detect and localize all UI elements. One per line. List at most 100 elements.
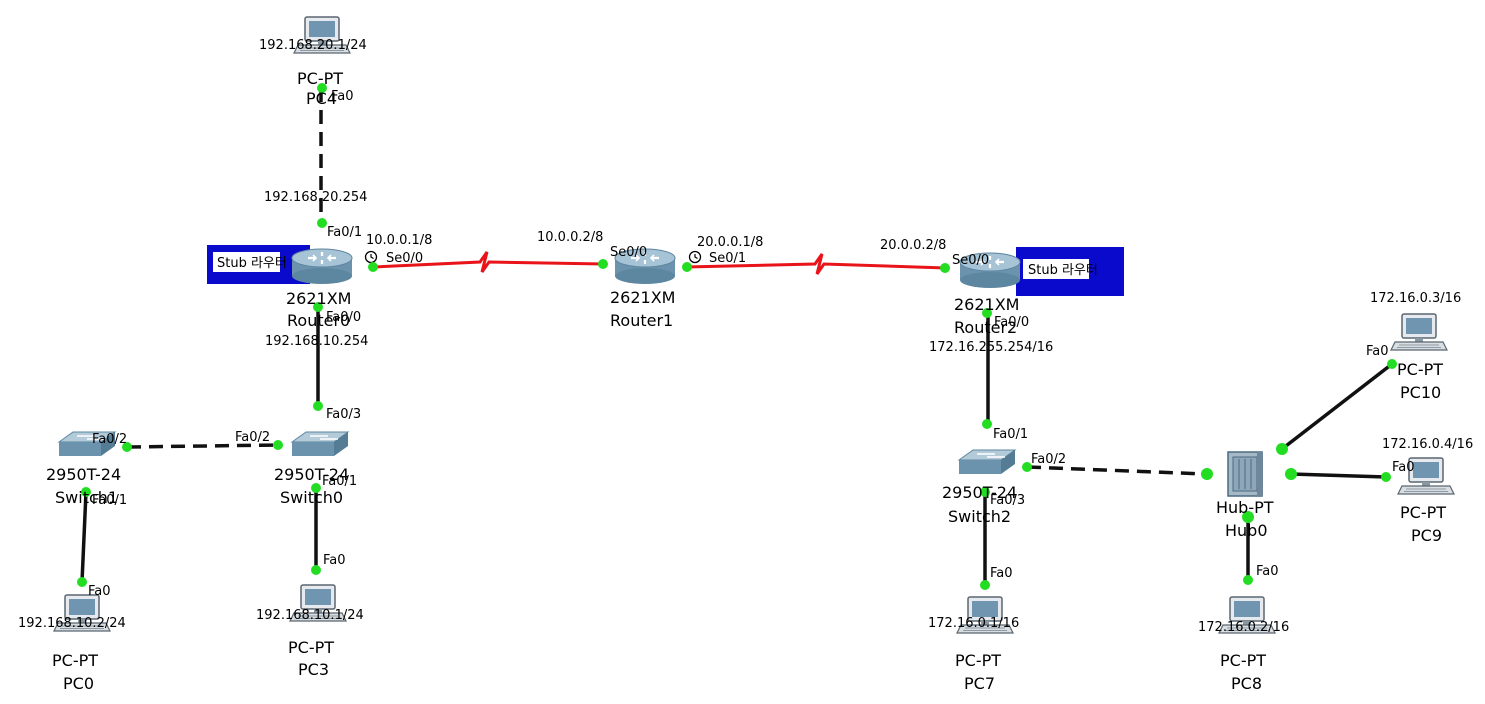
stub-label-router0: Stub 라우터 bbox=[217, 256, 287, 271]
pc8-ip: 172.16.0.2/16 bbox=[1198, 620, 1289, 635]
pc8-model: PC-PT bbox=[1220, 651, 1266, 670]
port-dot bbox=[1242, 511, 1254, 523]
switch0-name: Switch0 bbox=[280, 488, 343, 507]
hub0-name: Hub0 bbox=[1225, 521, 1268, 540]
pc0-model: PC-PT bbox=[52, 651, 98, 670]
router1-name: Router1 bbox=[610, 311, 673, 330]
router0-se00-port: Se0/0 bbox=[386, 251, 423, 266]
serial-link-router1-router2[interactable] bbox=[685, 253, 947, 275]
switch0-icon[interactable] bbox=[291, 431, 349, 457]
switch1-name: Switch1 bbox=[55, 488, 118, 507]
router0-fa01-ip: 192.168.20.254 bbox=[264, 190, 367, 205]
port-dot bbox=[317, 218, 327, 228]
pc10-name: PC10 bbox=[1400, 383, 1441, 402]
pc10-ip: 172.16.0.3/16 bbox=[1370, 291, 1461, 306]
port-dot bbox=[368, 262, 378, 272]
port-dot bbox=[122, 442, 132, 452]
pc8-port: Fa0 bbox=[1256, 564, 1279, 579]
switch2-fa03-port: Fa0/3 bbox=[990, 493, 1025, 508]
stub-label-router2: Stub 라우터 bbox=[1028, 263, 1098, 278]
port-dot bbox=[1285, 468, 1297, 480]
pc0-name: PC0 bbox=[63, 674, 94, 693]
port-dot bbox=[1243, 575, 1253, 585]
hub0-icon[interactable] bbox=[1227, 451, 1264, 497]
serial-link-router0-router1[interactable] bbox=[373, 251, 605, 273]
switch0-fa01-port: Fa0/1 bbox=[322, 474, 357, 489]
router0-icon[interactable] bbox=[290, 247, 354, 286]
pc8-name: PC8 bbox=[1231, 674, 1262, 693]
pc0-ip: 192.168.10.2/24 bbox=[18, 616, 126, 631]
pc9-ip: 172.16.0.4/16 bbox=[1382, 437, 1473, 452]
pc3-ip: 192.168.10.1/24 bbox=[256, 608, 364, 623]
pc3-port: Fa0 bbox=[323, 553, 346, 568]
port-dot bbox=[1201, 468, 1213, 480]
port-dots bbox=[77, 83, 1397, 590]
port-dot bbox=[682, 262, 692, 272]
port-dot bbox=[1381, 472, 1391, 482]
switch1-model: 2950T-24 bbox=[46, 465, 121, 484]
port-dot bbox=[311, 483, 321, 493]
router1-se00-ip: 10.0.0.2/8 bbox=[537, 230, 603, 245]
switch2-fa02-port: Fa0/2 bbox=[1031, 452, 1066, 467]
link-switch2-hub0[interactable] bbox=[1026, 465, 1207, 476]
switch2-name: Switch2 bbox=[948, 507, 1011, 526]
router1-se01-ip: 20.0.0.1/8 bbox=[697, 235, 763, 250]
pc9-port: Fa0 bbox=[1392, 460, 1415, 475]
port-dot bbox=[982, 419, 992, 429]
clock-icon bbox=[688, 250, 702, 264]
link-hub0-pc10[interactable] bbox=[1280, 362, 1394, 451]
pc4-name: PC4 bbox=[306, 89, 337, 108]
pc10-model: PC-PT bbox=[1397, 360, 1443, 379]
pc4-model: PC-PT bbox=[297, 69, 343, 88]
port-dot bbox=[1276, 443, 1288, 455]
router2-fa00-port: Fa0/0 bbox=[994, 315, 1029, 330]
clock-icon bbox=[364, 250, 378, 264]
pc3-name: PC3 bbox=[298, 660, 329, 679]
stub-box-router2[interactable]: Stub 라우터 bbox=[1016, 247, 1124, 296]
router0-se00-ip: 10.0.0.1/8 bbox=[366, 233, 432, 248]
port-dot bbox=[77, 577, 87, 587]
switch1-fa02-port: Fa0/2 bbox=[92, 432, 127, 447]
pc7-model: PC-PT bbox=[955, 651, 1001, 670]
port-dot bbox=[311, 565, 321, 575]
pc3-model: PC-PT bbox=[288, 638, 334, 657]
port-dot bbox=[1022, 462, 1032, 472]
router0-fa00-ip: 192.168.10.254 bbox=[265, 334, 368, 349]
switch2-model: 2950T-24 bbox=[942, 483, 1017, 502]
link-hub0-pc9[interactable] bbox=[1290, 472, 1387, 479]
router1-se01-port: Se0/1 bbox=[709, 251, 746, 266]
router1-se00-port: Se0/0 bbox=[610, 245, 647, 260]
port-dot bbox=[313, 302, 323, 312]
pc7-ip: 172.16.0.1/16 bbox=[928, 616, 1019, 631]
pc10-port: Fa0 bbox=[1366, 344, 1389, 359]
pc9-name: PC9 bbox=[1411, 526, 1442, 545]
port-dot bbox=[313, 401, 323, 411]
switch2-fa01-port: Fa0/1 bbox=[993, 427, 1028, 442]
pc10-icon[interactable] bbox=[1390, 313, 1448, 351]
port-dot bbox=[1387, 359, 1397, 369]
port-dot bbox=[598, 259, 608, 269]
switch2-icon[interactable] bbox=[958, 449, 1016, 475]
router2-se00-ip: 20.0.0.2/8 bbox=[880, 238, 946, 253]
router2-se00-port: Se0/0 bbox=[952, 253, 989, 268]
router0-fa01-port: Fa0/1 bbox=[327, 225, 362, 240]
switch0-model: 2950T-24 bbox=[274, 465, 349, 484]
switch1-fa01-port: Fa0/1 bbox=[92, 493, 127, 508]
router0-name: Router0 bbox=[287, 311, 350, 330]
pc7-name: PC7 bbox=[964, 674, 995, 693]
port-dot bbox=[273, 440, 283, 450]
switch0-fa03-port: Fa0/3 bbox=[326, 407, 361, 422]
pc4-ip: 192.168.20.1/24 bbox=[259, 38, 367, 53]
port-dot bbox=[982, 308, 992, 318]
pc0-port: Fa0 bbox=[88, 584, 111, 599]
router0-fa00-port: Fa0/0 bbox=[326, 310, 361, 325]
link-switch1-pc0[interactable] bbox=[80, 491, 88, 583]
link-switch1-switch0[interactable] bbox=[126, 443, 279, 449]
router2-fa00-ip: 172.16.255.254/16 bbox=[929, 340, 1053, 355]
port-dot bbox=[940, 263, 950, 273]
router1-model: 2621XM bbox=[610, 288, 675, 307]
pc9-model: PC-PT bbox=[1400, 503, 1446, 522]
router0-model: 2621XM bbox=[286, 289, 351, 308]
